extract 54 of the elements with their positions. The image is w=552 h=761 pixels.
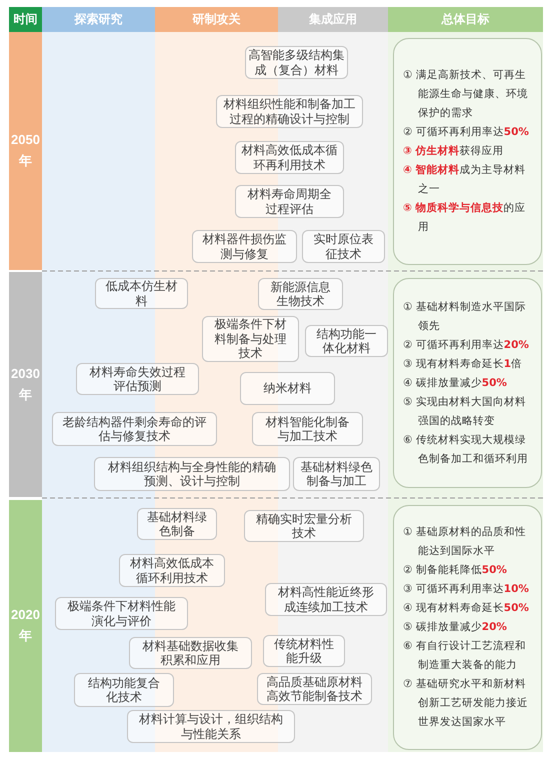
technology-box: 结构功能复合化技术	[74, 673, 174, 707]
goal-panel	[393, 278, 542, 488]
technology-box: 材料计算与设计，组织结构与性能关系	[127, 710, 295, 743]
goal-item: ① 基础原材料的品质和性能达到国际水平	[403, 525, 527, 559]
goal-item: ⑤ 碳排放量减少20%	[403, 620, 508, 635]
technology-box: 极端条件下材料性能演化与评价	[55, 597, 188, 630]
technology-box: 新能源信息生物技术	[258, 278, 343, 310]
goal-item: ③ 仿生材料获得应用	[403, 144, 505, 159]
technology-box: 低成本仿生材料	[95, 278, 188, 309]
technology-box: 材料智能化制备与加工技术	[252, 412, 363, 446]
technology-box: 纳米材料	[240, 372, 335, 405]
column-header: 研制攻关	[155, 7, 278, 32]
technology-box: 高品质基础原材料高效节能制备技术	[257, 673, 372, 705]
technology-box: 结构功能一体化材料	[305, 325, 388, 357]
goal-item: ⑥ 传统材料实现大规模绿色制备加工和循环利用	[403, 432, 529, 466]
technology-box: 极端条件下材料制备与处理技术	[202, 316, 299, 362]
goal-item: ③ 现有材料寿命延长1倍	[403, 356, 524, 372]
goal-item: ④ 智能材料成为主导材料之一	[403, 163, 527, 197]
technology-box: 高智能多级结构集成（复合）材料	[245, 46, 348, 79]
technology-box: 老龄结构器件剩余寿命的评估与修复技术	[52, 412, 217, 446]
technology-box: 材料组织性能和制备加工过程的精确设计与控制	[216, 95, 363, 128]
goal-item: ① 基础材料制造水平国际领先	[403, 300, 527, 334]
technology-box: 材料寿命失效过程评估预测	[76, 363, 199, 395]
goal-item: ⑤ 实现由材料大国向材料强国的战略转变	[403, 394, 527, 428]
goal-item: ② 制备能耗降低50%	[403, 563, 508, 578]
goal-item: ④ 现有材料寿命延长50%	[403, 601, 530, 616]
technology-box: 材料组织结构与全身性能的精确预测、设计与控制	[94, 457, 290, 491]
goal-item: ① 满足高新技术、可再生能源生命与健康、环境保护的需求	[403, 68, 529, 121]
goal-item: ④ 碳排放量减少50%	[403, 376, 508, 390]
goal-item: ⑦ 基础研究水平和新材料创新工艺研发能力接近世界发达国家水平	[403, 677, 529, 730]
column-header: 探索研究	[42, 7, 155, 32]
year-band: 2020年	[9, 500, 42, 752]
goal-item: ⑥ 有自行设计工艺流程和制造重大装备的能力	[403, 639, 527, 673]
technology-box: 基础材料绿色制备与加工	[293, 457, 380, 491]
technology-box: 精确实时宏量分析技术	[244, 510, 364, 542]
column-header: 总体目标	[388, 7, 543, 32]
technology-box: 材料器件损伤监测与修复	[192, 230, 297, 263]
technology-box: 材料高效低成本循环利用技术	[119, 554, 225, 587]
year-band: 2030年	[9, 272, 42, 497]
technology-box: 材料高性能近终形成连续加工技术	[265, 583, 387, 616]
technology-box: 基础材料绿色制备	[137, 508, 217, 540]
goal-item: ③ 可循环再利用率达10%	[403, 582, 530, 597]
goal-item: ② 可循环再利用率达20%	[403, 338, 530, 352]
column-header: 时间	[9, 7, 42, 32]
year-band: 2050年	[9, 32, 42, 270]
technology-box: 实时原位表征技术	[302, 230, 385, 263]
goal-item: ② 可循环再利用率达50%	[403, 125, 530, 140]
technology-box: 传统材料性能升级	[263, 635, 345, 667]
technology-box: 材料寿命周期全过程评估	[235, 185, 344, 218]
goal-panel	[393, 505, 542, 750]
technology-box: 材料基础数据收集积累和应用	[129, 637, 252, 669]
goal-item: ⑤ 物质科学与信息技的应用	[403, 201, 527, 235]
technology-box: 材料高效低成本循环再利用技术	[235, 141, 344, 174]
goal-panel	[393, 38, 542, 265]
